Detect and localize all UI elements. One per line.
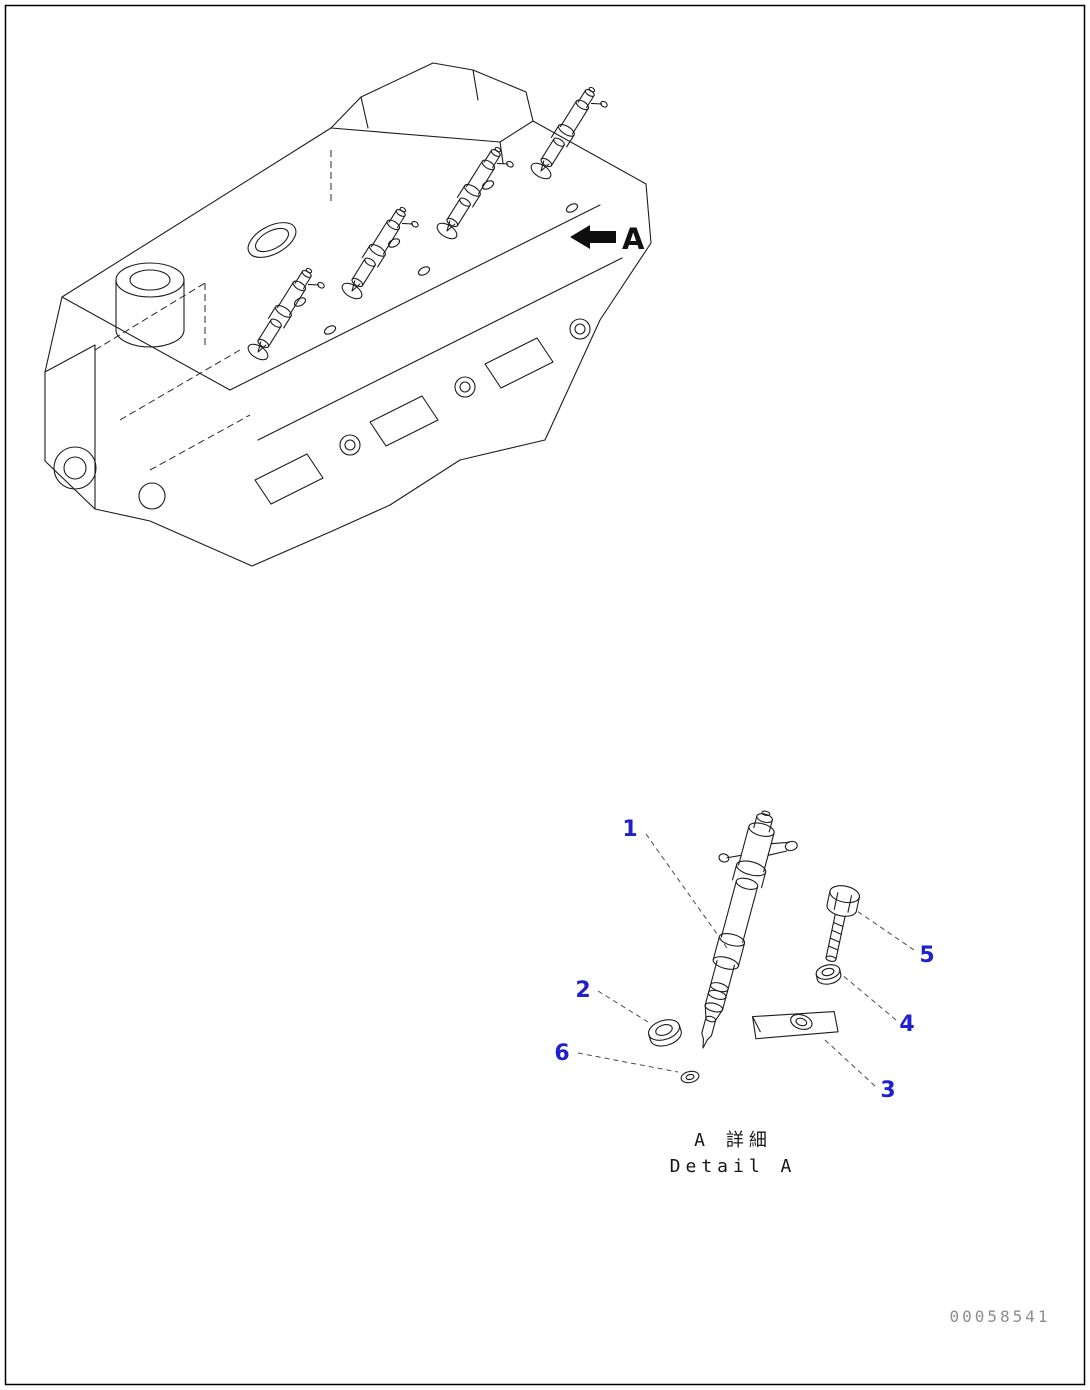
callout-3: 3	[880, 1078, 895, 1103]
cylinder-head-assembly-drawing	[44, 62, 652, 567]
callout-4: 4	[899, 1012, 914, 1037]
detail-seat-washer	[647, 1019, 682, 1047]
detail-caption-jp: A 詳細	[694, 1130, 772, 1151]
callout-1: 1	[622, 817, 637, 842]
injector-4-small	[527, 81, 612, 189]
leader-lines	[577, 833, 915, 1087]
injector-2-small	[338, 201, 423, 309]
callout-labels: 1 2 3 4 5 6	[554, 817, 934, 1103]
detail-bolt-washer	[815, 964, 842, 985]
callout-6: 6	[554, 1041, 569, 1066]
view-a-arrow-icon	[570, 225, 616, 249]
detail-seal-ring	[680, 1070, 700, 1084]
callout-5: 5	[919, 943, 934, 968]
detail-fuel-injector	[701, 810, 798, 1049]
callout-2: 2	[575, 978, 590, 1003]
detail-clamp-bolt	[825, 885, 860, 962]
view-a-arrow-label: A	[622, 222, 645, 256]
detail-injector-clamp	[752, 1011, 839, 1040]
injector-3-small	[433, 141, 518, 249]
drawing-number: 00058541	[949, 1307, 1050, 1326]
page-border	[4, 4, 1086, 1386]
detail-a-drawing: 1 2 3 4 5 6	[554, 810, 935, 1103]
detail-caption-en: Detail A	[670, 1156, 797, 1177]
view-a-marker: A	[570, 222, 645, 256]
injector-1-small	[244, 262, 329, 370]
